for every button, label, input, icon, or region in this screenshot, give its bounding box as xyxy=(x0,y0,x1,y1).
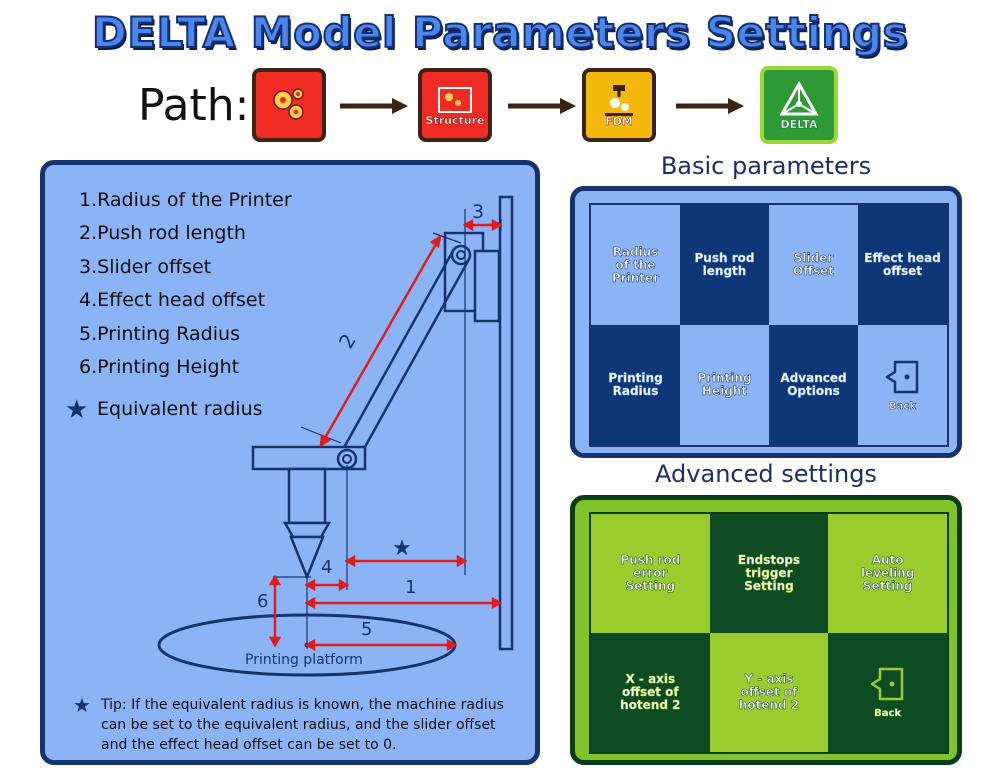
arrow-right-icon xyxy=(508,98,576,114)
back-icon xyxy=(870,667,903,701)
advanced-settings-heading: Advanced settings xyxy=(655,460,877,488)
delta-step-button[interactable]: DELTA xyxy=(760,66,838,144)
structure-step-button[interactable]: Structure xyxy=(418,68,492,142)
delta-mechanism-diagram: ★ xyxy=(157,195,514,677)
tip-star-icon: ★ xyxy=(73,693,91,717)
page-title: DELTA Model Parameters Settings xyxy=(91,7,909,58)
dim-label-4: 4 xyxy=(321,557,333,578)
dim-label-3: 3 xyxy=(472,201,485,223)
legend-item-6: 6.Printing Height xyxy=(79,356,240,378)
gears-icon xyxy=(273,88,304,120)
back-icon xyxy=(885,360,918,393)
basic-parameters-heading: Basic parameters xyxy=(660,152,872,180)
tip-text: Tip: If the equivalent radius is known, … xyxy=(101,697,504,753)
legend-equivalent-radius: Equivalent radius xyxy=(97,398,263,420)
legend-item-5: 5.Printing Radius xyxy=(79,323,240,345)
printing-platform-label: Printing platform xyxy=(245,652,363,668)
legend-item-4: 4.Effect head offset xyxy=(79,289,266,311)
dim-label-5: 5 xyxy=(361,619,373,640)
hotend xyxy=(287,467,327,525)
vertical-rail xyxy=(498,195,514,651)
fdm-step-button[interactable]: FDM xyxy=(582,68,656,142)
step-caption: Structure xyxy=(425,113,485,127)
legend-item-1: 1.Radius of the Printer xyxy=(79,189,292,211)
fdm-printer-icon xyxy=(605,84,633,116)
step-caption: FDM xyxy=(605,114,633,128)
path-label: Path: xyxy=(138,80,250,131)
dim-label-1: 1 xyxy=(405,577,417,598)
settings-step-button[interactable] xyxy=(252,68,326,142)
back-button[interactable]: Back xyxy=(858,325,947,445)
arrow-right-icon xyxy=(340,98,408,114)
nozzle xyxy=(289,535,325,581)
push-rod xyxy=(339,248,470,466)
star-dimension-marker: ★ xyxy=(392,536,412,561)
star-icon: ★ xyxy=(65,395,89,425)
arrow-right-icon xyxy=(676,98,744,114)
back-button[interactable]: Back xyxy=(828,633,947,752)
dim-label-6: 6 xyxy=(257,591,269,612)
delta-diagram-panel: 1.Radius of the Printer 2.Push rod lengt… xyxy=(40,160,540,765)
structure-icon xyxy=(438,86,472,113)
delta-icon xyxy=(779,80,819,115)
legend-item-2: 2.Push rod length xyxy=(79,222,246,244)
legend-item-3: 3.Slider offset xyxy=(79,256,212,278)
step-caption: DELTA xyxy=(780,117,818,131)
